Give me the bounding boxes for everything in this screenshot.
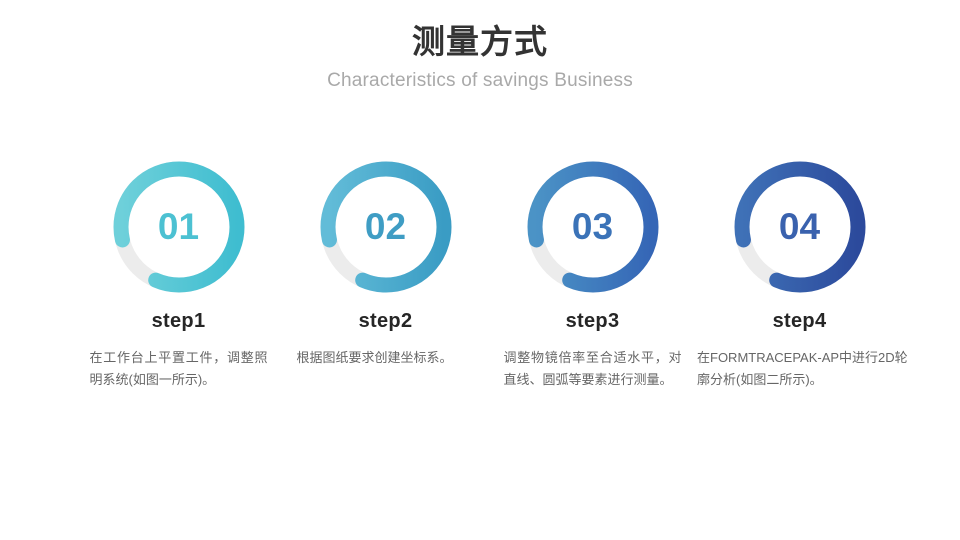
ring-number-3: 03 bbox=[571, 206, 614, 247]
ring-wrap-4: 04 bbox=[697, 152, 902, 304]
ring-wrap-3: 03 bbox=[490, 152, 695, 304]
step-item-3[interactable]: 03 step3 调整物镜倍率至合适水平，对直线、圆弧等要素进行测量。 bbox=[490, 152, 695, 391]
progress-ring-3: 03 bbox=[518, 152, 668, 302]
page-title: 测量方式 bbox=[412, 23, 548, 60]
step-item-2[interactable]: 02 step2 根据图纸要求创建坐标系。 bbox=[283, 152, 488, 369]
page-subtitle: Characteristics of savings Business bbox=[327, 70, 633, 91]
progress-ring-4: 04 bbox=[725, 152, 875, 302]
ring-wrap-2: 02 bbox=[283, 152, 488, 304]
steps-row: 01 step1 在工作台上平置工件，调整照明系统(如图一所示)。 bbox=[0, 152, 960, 391]
step-description-2: 根据图纸要求创建坐标系。 bbox=[296, 350, 453, 365]
step-label-4: step4 bbox=[772, 310, 827, 332]
progress-ring-1: 01 bbox=[104, 152, 254, 302]
step-description-3: 调整物镜倍率至合适水平，对直线、圆弧等要素进行测量。 bbox=[503, 350, 682, 387]
step-label-2: step2 bbox=[358, 310, 413, 332]
progress-ring-2: 02 bbox=[311, 152, 461, 302]
slide-header: 测量方式 Characteristics of savings Business bbox=[0, 22, 960, 94]
ring-progress-1 bbox=[113, 161, 244, 293]
step-item-4[interactable]: 04 step4 在FORMTRACEPAK-AP中进行2D轮廓分析(如图二所示… bbox=[697, 152, 908, 391]
ring-progress-2 bbox=[320, 161, 451, 293]
ring-wrap-1: 01 bbox=[76, 152, 281, 304]
step-description-1: 在工作台上平置工件，调整照明系统(如图一所示)。 bbox=[89, 350, 268, 387]
ring-number-2: 02 bbox=[364, 206, 407, 247]
ring-number-4: 04 bbox=[778, 206, 821, 247]
ring-progress-4 bbox=[734, 161, 865, 293]
ring-progress-3 bbox=[527, 161, 658, 293]
step-description-4: 在FORMTRACEPAK-AP中进行2D轮廓分析(如图二所示)。 bbox=[697, 350, 908, 387]
ring-number-1: 01 bbox=[157, 206, 200, 247]
step-label-1: step1 bbox=[151, 310, 206, 332]
step-label-3: step3 bbox=[565, 310, 620, 332]
step-item-1[interactable]: 01 step1 在工作台上平置工件，调整照明系统(如图一所示)。 bbox=[76, 152, 281, 391]
